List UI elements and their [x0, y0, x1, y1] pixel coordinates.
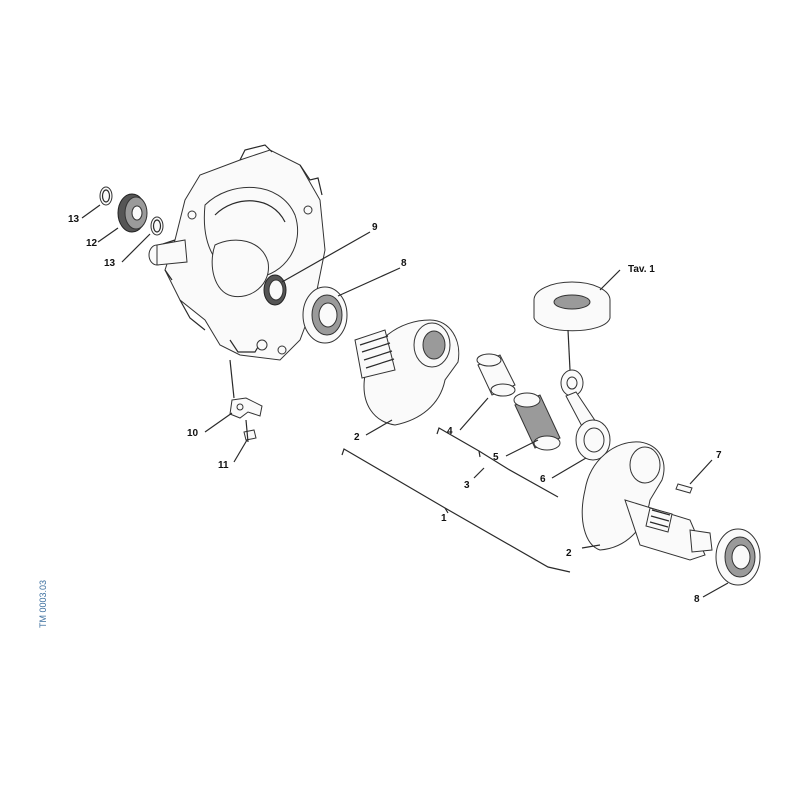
label-10: 10 — [187, 428, 199, 439]
needle-cage — [476, 353, 516, 397]
crank-half-upper — [354, 319, 460, 426]
drawing-code: TM 0003.03 — [38, 579, 48, 628]
callout-labels: 13 12 13 9 8 10 11 2 4 5 3 6 1 7 2 8 Tav… — [68, 214, 722, 605]
piston — [533, 281, 611, 332]
label-9: 9 — [372, 222, 378, 233]
label-8-bottom: 8 — [694, 594, 700, 605]
bracket — [229, 397, 263, 419]
key — [675, 483, 693, 494]
label-12: 12 — [86, 238, 98, 249]
crank-half-lower — [581, 441, 713, 561]
label-4: 4 — [447, 426, 453, 437]
assembly-bracket-3 — [436, 427, 559, 498]
label-13-bottom: 13 — [104, 258, 116, 269]
gear — [117, 193, 148, 233]
label-3: 3 — [464, 480, 470, 491]
leader-lines — [81, 204, 729, 598]
label-5: 5 — [493, 452, 499, 463]
circlip-bottom — [150, 216, 164, 236]
crankcase-shaft-stub — [148, 239, 188, 266]
label-13-top: 13 — [68, 214, 80, 225]
crank-pin — [513, 392, 561, 451]
label-11: 11 — [218, 460, 229, 471]
crankcase-half — [159, 144, 326, 361]
screw — [243, 429, 257, 441]
bearing-lower — [715, 528, 761, 586]
assembly-bracket-1 — [341, 448, 571, 573]
label-2-upper: 2 — [354, 432, 360, 443]
label-7: 7 — [716, 450, 722, 461]
label-2-lower: 2 — [566, 548, 572, 559]
connecting-rod — [560, 369, 611, 461]
oil-seal — [263, 274, 287, 306]
label-tav-1: Tav. 1 — [628, 264, 655, 275]
circlip-top — [99, 186, 113, 206]
bearing-upper — [302, 286, 348, 344]
label-8-top: 8 — [401, 258, 407, 269]
label-1: 1 — [441, 513, 447, 524]
label-6: 6 — [540, 474, 546, 485]
